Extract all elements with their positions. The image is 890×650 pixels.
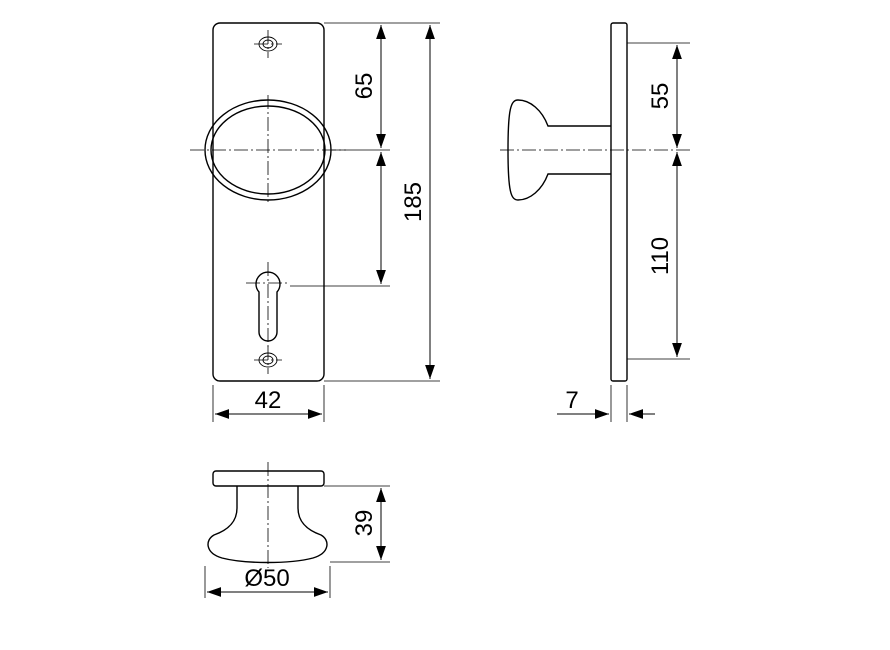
top-view: 39 Ø50	[204, 462, 390, 598]
top-plate	[212, 470, 325, 487]
dimension-7: 7	[557, 387, 655, 419]
dim-label-39: 39	[351, 510, 378, 537]
dimension-185: 185	[400, 25, 435, 379]
side-view: 55 110 7	[500, 22, 690, 422]
top-screw-hole	[254, 30, 282, 58]
dim-label-diameter-50: Ø50	[244, 565, 289, 592]
dimension-diameter-50: Ø50	[207, 565, 328, 597]
dimension-55: 55	[647, 45, 682, 148]
bottom-screw-hole	[254, 346, 282, 374]
dimension-39: 39	[351, 488, 386, 560]
dim-label-185: 185	[400, 182, 427, 222]
dim-label-7: 7	[565, 387, 578, 414]
dim-label-65: 65	[351, 73, 378, 100]
side-plate	[610, 22, 628, 382]
top-knob	[207, 486, 328, 564]
dim-label-42: 42	[255, 387, 282, 414]
front-view: 65 185 42	[190, 22, 440, 422]
dim-label-110: 110	[647, 237, 674, 275]
keyhole	[246, 262, 290, 348]
dim-label-55: 55	[647, 83, 674, 110]
dimension-65: 65	[351, 25, 386, 148]
dimension-42: 42	[215, 387, 322, 419]
front-knob-rosette	[190, 95, 346, 205]
dimension-110: 110	[647, 152, 682, 357]
front-plate	[212, 22, 325, 382]
